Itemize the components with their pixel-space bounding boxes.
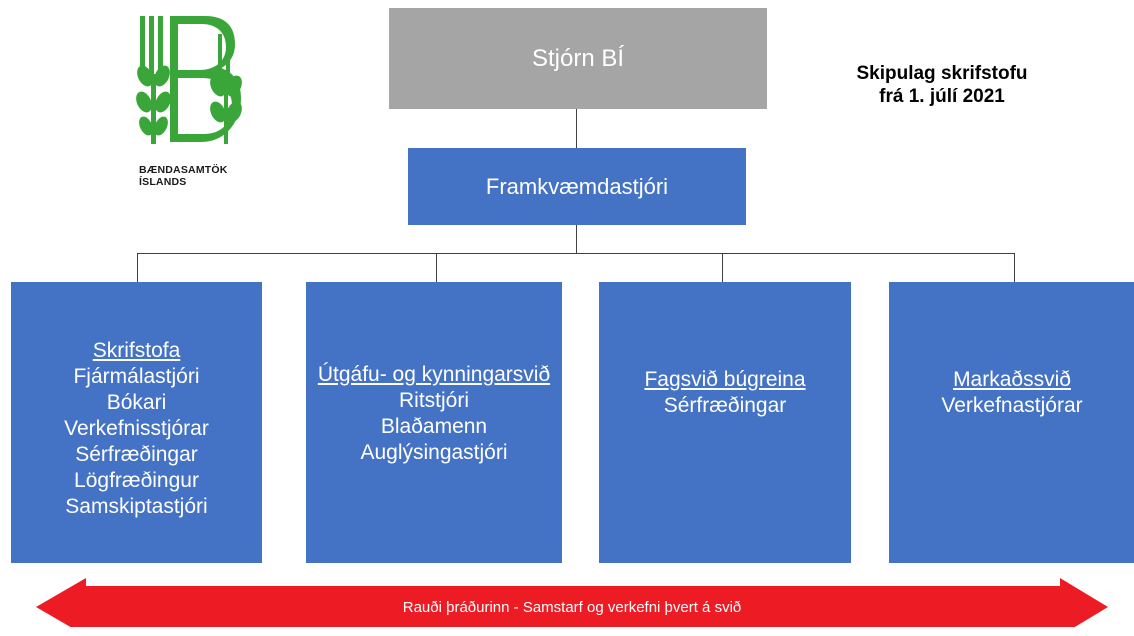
connector-drop-1 [137,253,138,282]
division-box-sectors: Fagsvið búgreina Sérfræðingar [599,282,851,563]
connector-board-ceo [576,109,577,148]
division-role: Verkefnisstjórar [64,416,209,440]
division-role: Sérfræðingar [663,393,787,417]
division-role: Samskiptastjóri [65,494,208,518]
logo-text: BÆNDASAMTÖK ÍSLANDS [139,164,228,188]
bi-logo: BÆNDASAMTÖK ÍSLANDS [130,14,254,189]
division-role: Ritstjóri [398,388,469,412]
ceo-box: Framkvæmdastjóri [408,148,746,225]
division-role: Sérfræðingar [75,442,198,466]
division-role: Bókari [106,390,167,414]
division-role: Verkefnastjórar [941,393,1083,417]
division-box-publishing: Útgáfu- og kynningarsvið Ritstjóri Blaða… [306,282,562,563]
connector-horizontal-bus [137,253,1014,254]
connector-drop-3 [722,253,723,282]
arrow-label: Rauði þráðurinn - Samstarf og verkefni þ… [402,598,742,616]
logo-text-line1: BÆNDASAMTÖK [139,164,228,176]
division-role: Auglýsingastjóri [360,440,508,464]
division-head: Fagsvið búgreina [644,367,806,391]
connector-ceo-bus [576,225,577,253]
double-arrow-icon [36,578,1108,627]
wheat-b-logo-icon [136,16,242,144]
division-role: Blaðamenn [380,414,488,438]
connector-drop-4 [1014,253,1015,282]
connector-drop-2 [436,253,437,282]
division-head: Skrifstofa [92,338,181,362]
title-line1: Skipulag skrifstofu [856,63,1028,84]
division-head: Markaðssvið [953,367,1071,391]
board-label: Stjórn BÍ [531,44,625,72]
division-role: Lögfræðingur [74,468,199,492]
division-role: Fjármálastjóri [73,364,200,388]
division-head: Útgáfu- og kynningarsvið [317,362,551,386]
division-box-marketing: Markaðssvið Verkefnastjórar [889,282,1134,563]
division-box-office: Skrifstofa Fjármálastjóri Bókari Verkefn… [11,282,262,563]
ceo-label: Framkvæmdastjóri [485,173,669,199]
title-line2: frá 1. júlí 2021 [879,86,1005,107]
logo-text-line2: ÍSLANDS [139,176,187,188]
chart-title: Skipulag skrifstofu frá 1. júlí 2021 [810,62,1074,108]
board-box: Stjórn BÍ [389,8,767,109]
